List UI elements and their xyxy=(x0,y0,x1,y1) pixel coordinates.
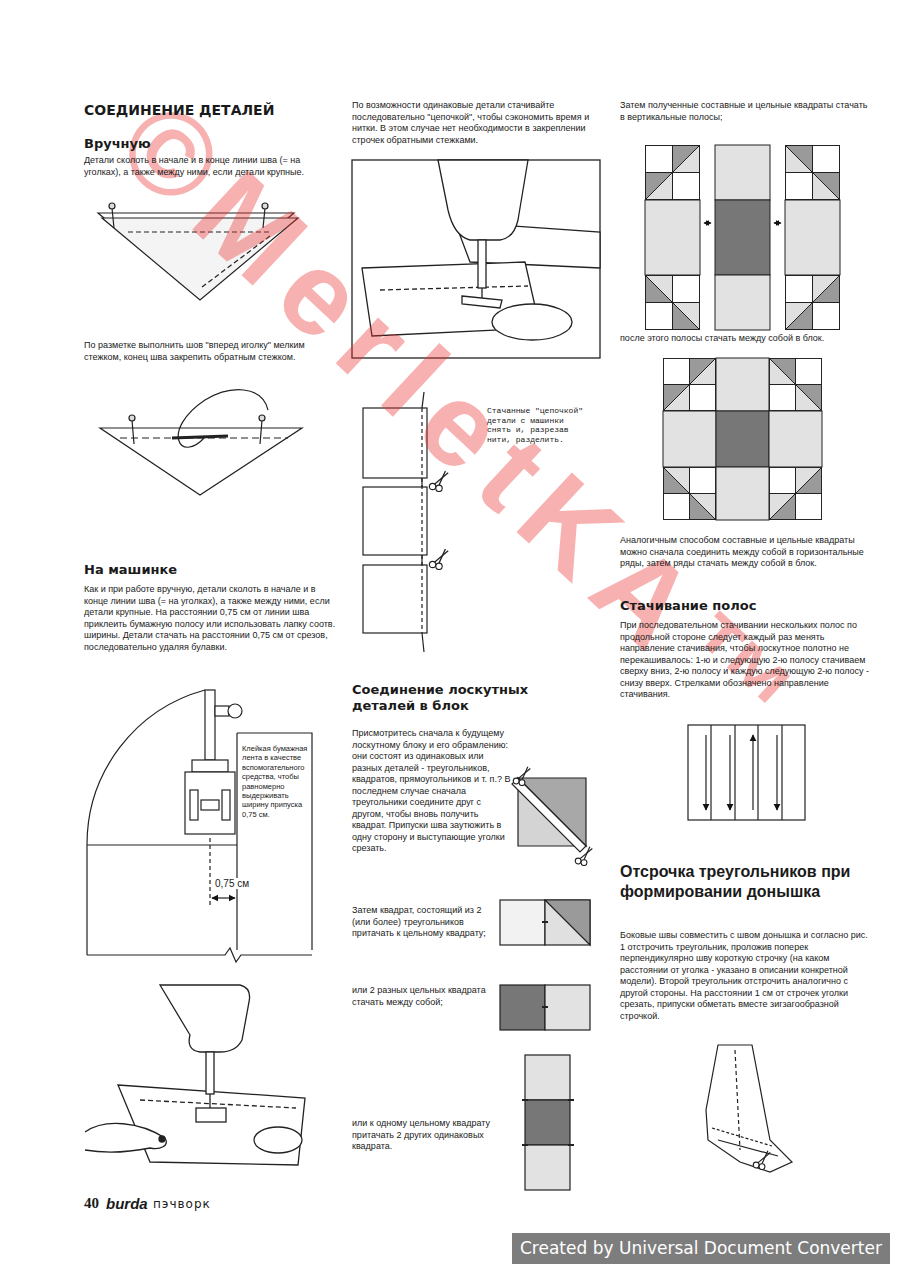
square-pairs xyxy=(500,900,590,1190)
dimension-label: 0,75 см xyxy=(213,878,251,889)
callout-text: Стачанные "цепочкой" детали с машинки сн… xyxy=(487,406,587,444)
converter-banner: Created by Universal Document Converter xyxy=(512,1233,890,1264)
machine-schematic xyxy=(87,690,312,962)
body-text: При последовательном стачивании нескольк… xyxy=(620,620,872,701)
chain-stitching-sketch xyxy=(352,160,600,358)
sewing-machine-sketch xyxy=(85,985,305,1165)
body-text: Детали сколоть в начале и в конце линии … xyxy=(84,155,339,178)
bag-corner-sketch xyxy=(706,1045,792,1172)
brand-logo: burda xyxy=(106,1196,156,1211)
section-heading: Соединение лоскутных деталей в блок xyxy=(352,682,587,713)
section-heading: Отсрочка треугольников при формировании … xyxy=(620,862,875,901)
body-text: или к одному цельному квадрату притачать… xyxy=(352,1118,502,1153)
body-text: Как и при работе вручную, детали сколоть… xyxy=(84,584,339,653)
section-heading: Стачивание полос xyxy=(620,598,872,614)
strip-direction-diagram xyxy=(688,725,805,820)
body-text: Затем полученные составные и цельные ква… xyxy=(620,100,872,123)
body-text: Присмотритесь сначала к будущему лоскутн… xyxy=(352,728,512,855)
body-text: или 2 разных цельных квадрата стачать ме… xyxy=(352,985,492,1008)
body-text: Затем квадрат, состоящий из 2 (или более… xyxy=(352,905,492,940)
assembled-block xyxy=(663,358,822,520)
banner-text: Created by Universal Document Converter xyxy=(520,1237,882,1259)
triangle-square xyxy=(512,767,592,866)
body-text: Аналогичным способом составные и цельные… xyxy=(620,535,872,570)
body-text: По возможности одинаковые детали стачива… xyxy=(352,100,602,146)
pinned-triangle xyxy=(98,203,298,300)
section-heading: Вручную xyxy=(84,136,334,152)
body-text: По разметке выполнить шов "вперед иголку… xyxy=(84,340,339,363)
body-text: после этого полосы стачать между собой в… xyxy=(620,333,872,345)
brand-name: пэчворк xyxy=(153,1198,233,1210)
page-title: СОЕДИНЕНИЕ ДЕТАЛЕЙ xyxy=(84,102,339,119)
callout-text: Клейкая бумажная лента в качестве вспомо… xyxy=(242,744,308,819)
chained-squares xyxy=(363,392,448,652)
hand-stitch-triangle xyxy=(100,390,302,495)
vertical-strips xyxy=(645,145,840,330)
body-text: Боковые швы совместить с швом донышка и … xyxy=(620,930,872,1022)
section-heading: На машинке xyxy=(84,562,334,578)
